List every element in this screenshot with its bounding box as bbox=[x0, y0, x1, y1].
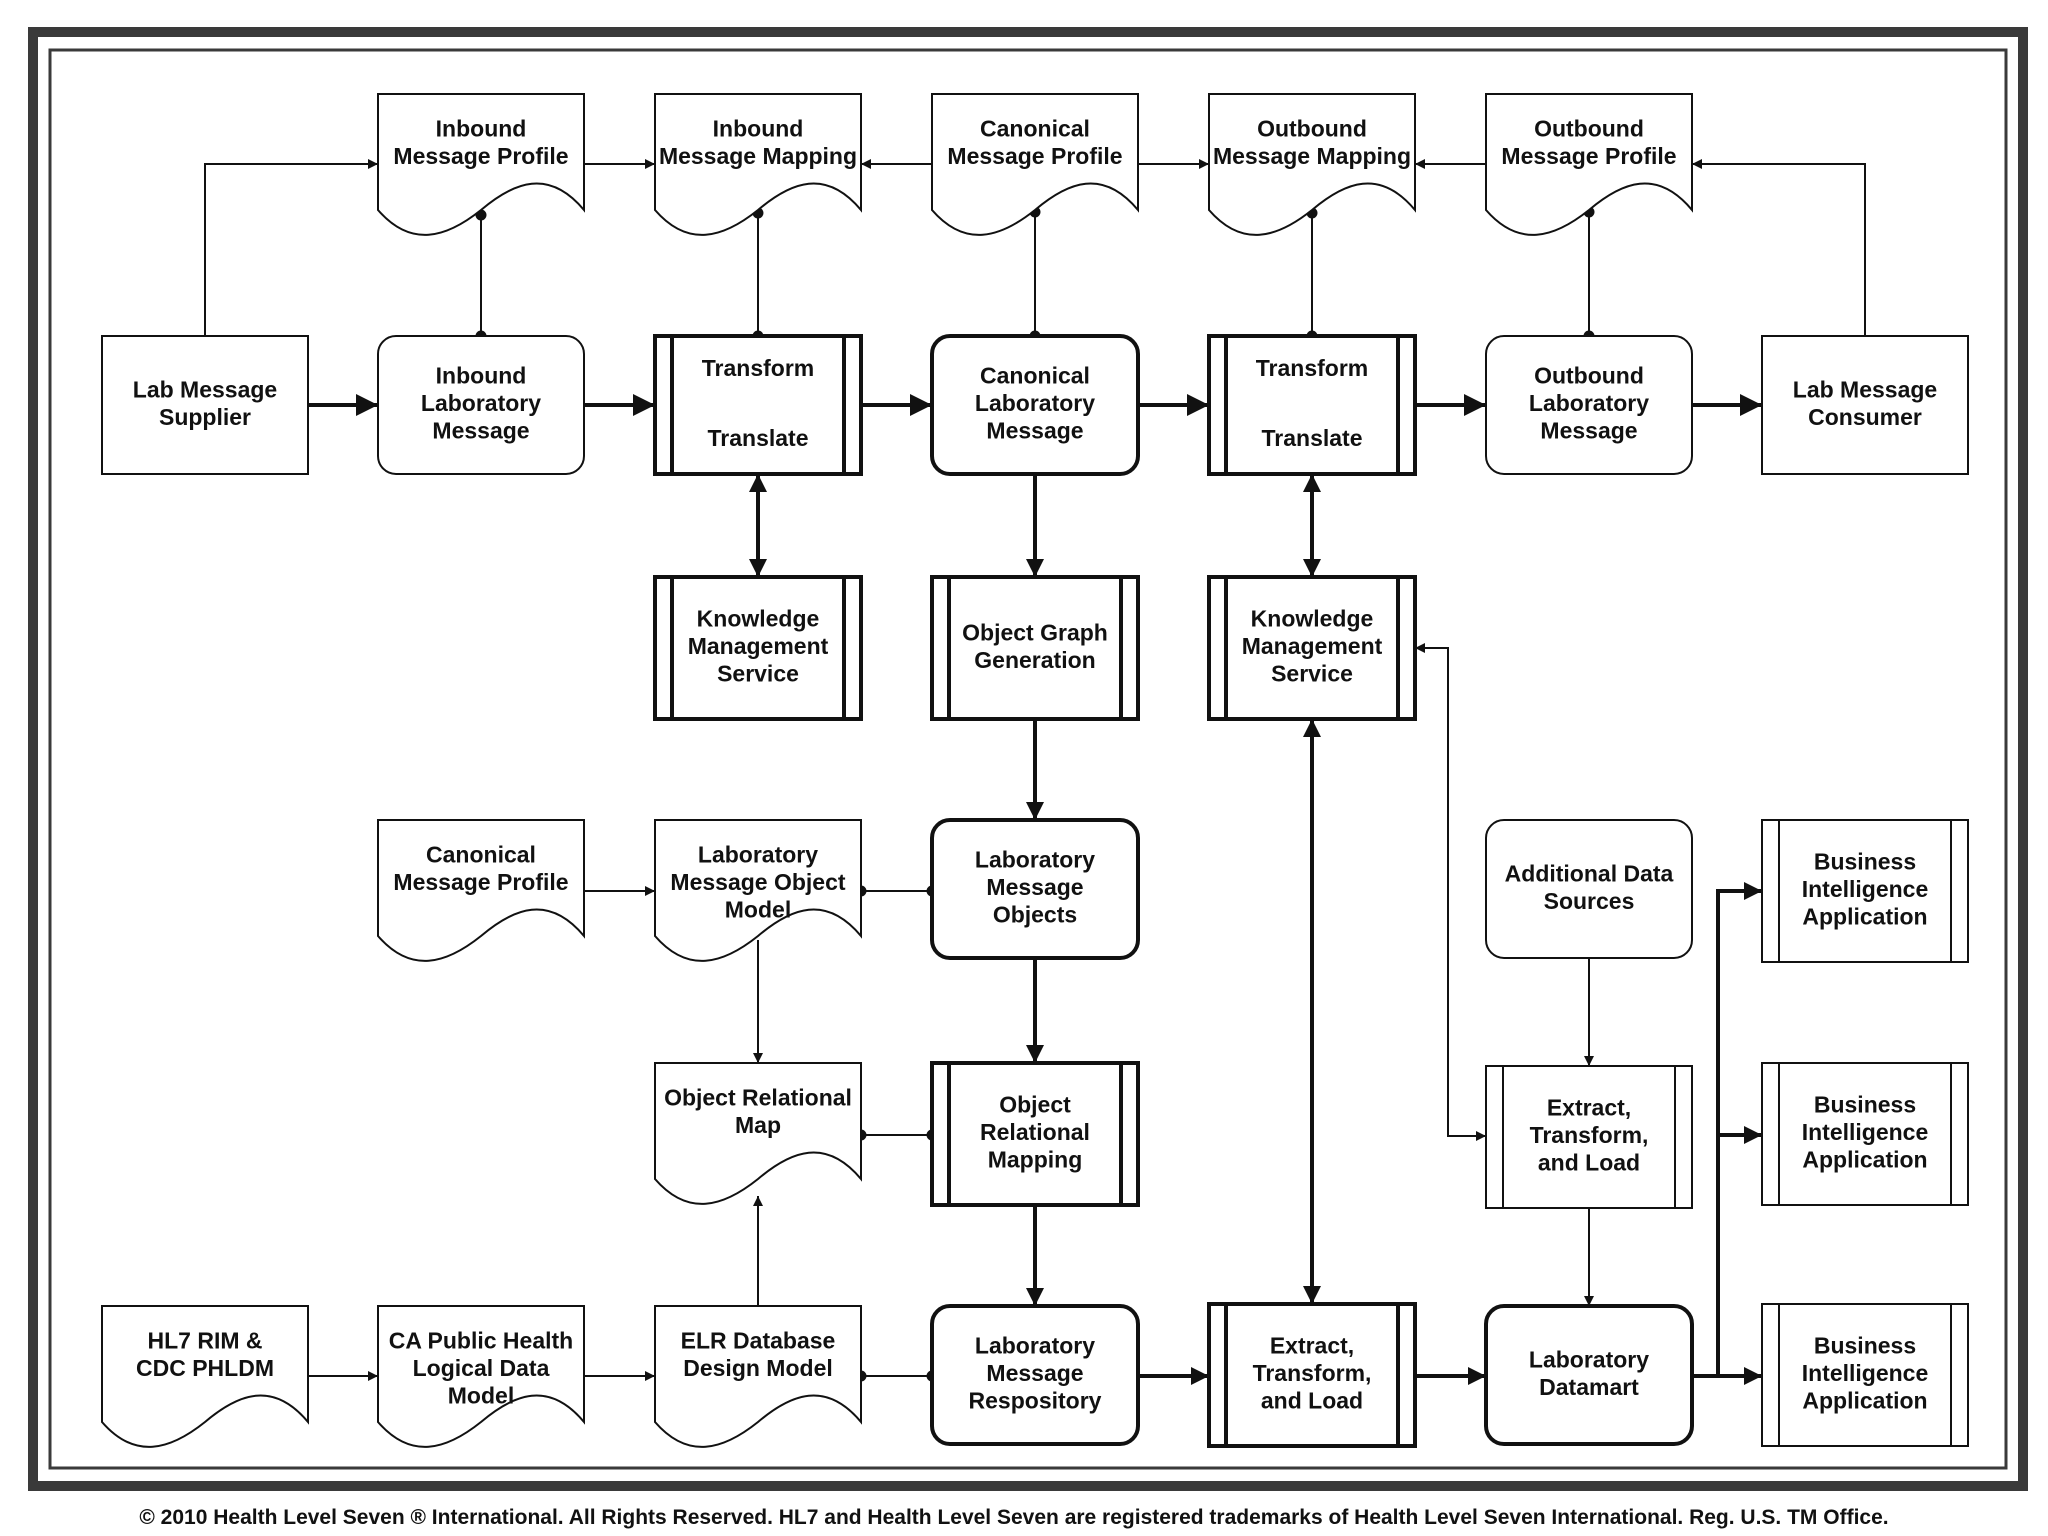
extract-transform-load-bottom-label: Extract,Transform,and Load bbox=[1253, 1333, 1372, 1414]
arrow-supplier-to-inbound-profile bbox=[204, 159, 378, 336]
copyright-footer: © 2010 Health Level Seven ® Internationa… bbox=[139, 1506, 1888, 1529]
hl7-rim-cdc-phldm: HL7 RIM &CDC PHLDM bbox=[101, 1305, 309, 1448]
connectors bbox=[204, 159, 1866, 1385]
arrow-kms2-etl-right bbox=[1415, 643, 1486, 1141]
transform-translate-2-translate-label: Translate bbox=[1262, 425, 1363, 451]
transform-translate-1-translate-label: Translate bbox=[708, 425, 809, 451]
transform-translate-2-transform-label: Transform bbox=[1256, 355, 1368, 381]
arrow-consumer-to-outbound-profile bbox=[1692, 159, 1866, 336]
transform-translate-1-transform-label: Transform bbox=[702, 355, 814, 381]
extract-transform-load-bottom: Extract,Transform,and Load bbox=[1207, 1302, 1417, 1448]
arrow-datamart-to-bi-1 bbox=[1716, 882, 1762, 1376]
hl7-rim-cdc-phldm-label: HL7 RIM &CDC PHLDM bbox=[136, 1327, 274, 1381]
outer-frame bbox=[28, 27, 2028, 1491]
extract-transform-load-right: Extract,Transform,and Load bbox=[1485, 1065, 1693, 1209]
extract-transform-load-right-label: Extract,Transform,and Load bbox=[1530, 1095, 1649, 1176]
inner-frame bbox=[48, 48, 2008, 1470]
